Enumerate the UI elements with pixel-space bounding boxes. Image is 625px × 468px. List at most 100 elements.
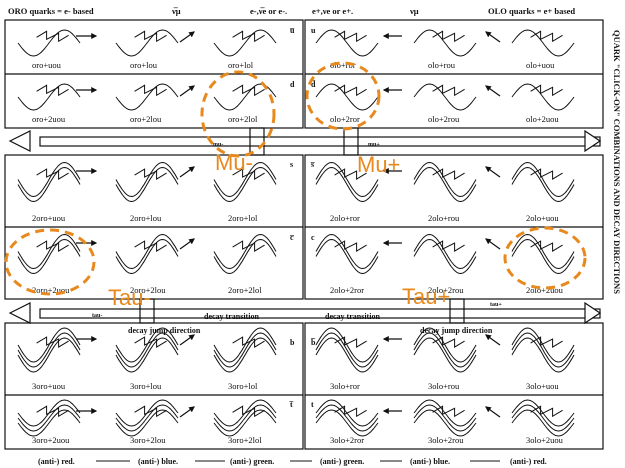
mu-plus-small-label: mu+: [368, 142, 380, 148]
combination-label: 2olo+uou: [526, 213, 559, 223]
direction-arrow: [180, 239, 194, 249]
combination-label: oro+lou: [130, 60, 158, 70]
combination-label: 3oro+lol: [228, 381, 258, 391]
wave-line: [18, 338, 80, 372]
wave-line: [414, 240, 476, 274]
wave-line: [116, 338, 178, 372]
wave-line: [214, 333, 276, 367]
side-title: QUARK "CLICK-ON" COMBINATIONS AND DECAY …: [612, 30, 622, 294]
wave-line: [214, 328, 276, 362]
wave-line: [512, 235, 574, 269]
wave-line: [414, 235, 476, 269]
overlay-mu-plus: Mu+: [357, 152, 400, 177]
direction-arrow: [486, 167, 500, 177]
wave-line: [116, 240, 178, 274]
quark-d: d: [290, 80, 295, 89]
wave-line: [214, 338, 276, 372]
wave-line: [214, 405, 276, 431]
quark-t: t: [311, 400, 314, 409]
combination-label: 3oro+2uou: [32, 435, 70, 445]
combination-label: 2oro+2lol: [228, 285, 262, 295]
quark-u-bar: u̅: [289, 26, 295, 35]
combination-label: olo+rou: [428, 60, 456, 70]
step-glyph: [135, 31, 167, 41]
step-glyph: [135, 85, 167, 95]
combination-label: oro+uou: [32, 60, 62, 70]
footer-anti-blue-left: (anti-) blue.: [138, 457, 178, 466]
combination-label: 3olo+uou: [526, 381, 559, 391]
wave-line: [18, 240, 80, 274]
combination-label: 3olo+2ror: [330, 435, 364, 445]
wave-line: [512, 168, 574, 202]
wave-line: [414, 333, 476, 367]
wave-line: [116, 333, 178, 367]
step-glyph: [335, 241, 367, 251]
wave-line: [414, 405, 476, 431]
wave-line: [18, 333, 80, 367]
combination-label: 2oro+uou: [32, 213, 66, 223]
wave-line: [512, 405, 574, 431]
step-glyph: [433, 241, 465, 251]
combination-label: olo+uou: [526, 60, 555, 70]
direction-arrow: [486, 32, 500, 42]
footer-anti-blue-right: (anti-) blue.: [410, 457, 450, 466]
wave-line: [316, 338, 378, 372]
step-glyph: [335, 31, 367, 41]
step-glyph: [531, 85, 563, 95]
header-olo-quarks: OLO quarks = e+ based: [488, 6, 575, 16]
combination-label: oro+lol: [228, 60, 254, 70]
combination-label: olo+2uou: [526, 114, 559, 124]
wave-line: [414, 163, 476, 197]
step-glyph: [433, 406, 465, 416]
combination-label: 3olo+2uou: [526, 435, 564, 445]
wave-line: [512, 30, 574, 56]
wave-line: [18, 328, 80, 362]
wave-line: [116, 168, 178, 202]
wave-line: [316, 328, 378, 362]
step-glyph: [433, 31, 465, 41]
direction-arrow: [486, 239, 500, 249]
direction-arrow: [486, 86, 500, 96]
step-glyph: [233, 31, 265, 41]
header-e-plus: e+,νe or e+.: [312, 6, 353, 16]
wave-line: [414, 338, 476, 372]
step-glyph: [531, 241, 563, 251]
step-glyph: [531, 406, 563, 416]
wave-line: [116, 163, 178, 197]
combination-label: oro+2uou: [32, 114, 66, 124]
combination-label: 3oro+uou: [32, 381, 66, 391]
wave-line: [316, 240, 378, 274]
decay-transition-right: decay transition: [325, 312, 380, 321]
footer-anti-red-left: (anti-) red.: [38, 457, 75, 466]
step-glyph: [37, 31, 69, 41]
wave-line: [116, 235, 178, 269]
wave-line: [18, 235, 80, 269]
wave-line: [316, 333, 378, 367]
combination-label: olo+2ror: [330, 114, 360, 124]
step-glyph: [37, 85, 69, 95]
step-glyph: [335, 406, 367, 416]
tau-minus-small-label: tau-: [92, 313, 102, 319]
wave-line: [316, 30, 378, 56]
quark-s: s: [290, 160, 293, 169]
wave-line: [414, 168, 476, 202]
header-oro-quarks: ORO quarks = e- based: [8, 6, 94, 16]
direction-arrow: [486, 335, 500, 345]
wave-line: [512, 333, 574, 367]
quark-b-bar: b̅: [310, 338, 316, 347]
transition-band-upper: [10, 128, 600, 155]
direction-arrow: [180, 407, 194, 417]
header-nu-bar: ν̅μ: [171, 6, 181, 16]
wave-line: [116, 405, 178, 431]
overlay-tau-plus: Tau+: [402, 284, 450, 309]
header-e-minus: e-,ν̅e or e-.: [250, 6, 287, 16]
quark-t-bar: t̅: [288, 400, 294, 409]
wave-line: [116, 84, 178, 110]
overlay-tau-minus: Tau-: [108, 285, 151, 310]
footer-anti-green-left: (anti-) green.: [230, 457, 274, 466]
combination-label: 3olo+2rou: [428, 435, 464, 445]
wave-line: [316, 405, 378, 431]
wave-line: [414, 84, 476, 110]
step-glyph: [433, 169, 465, 179]
